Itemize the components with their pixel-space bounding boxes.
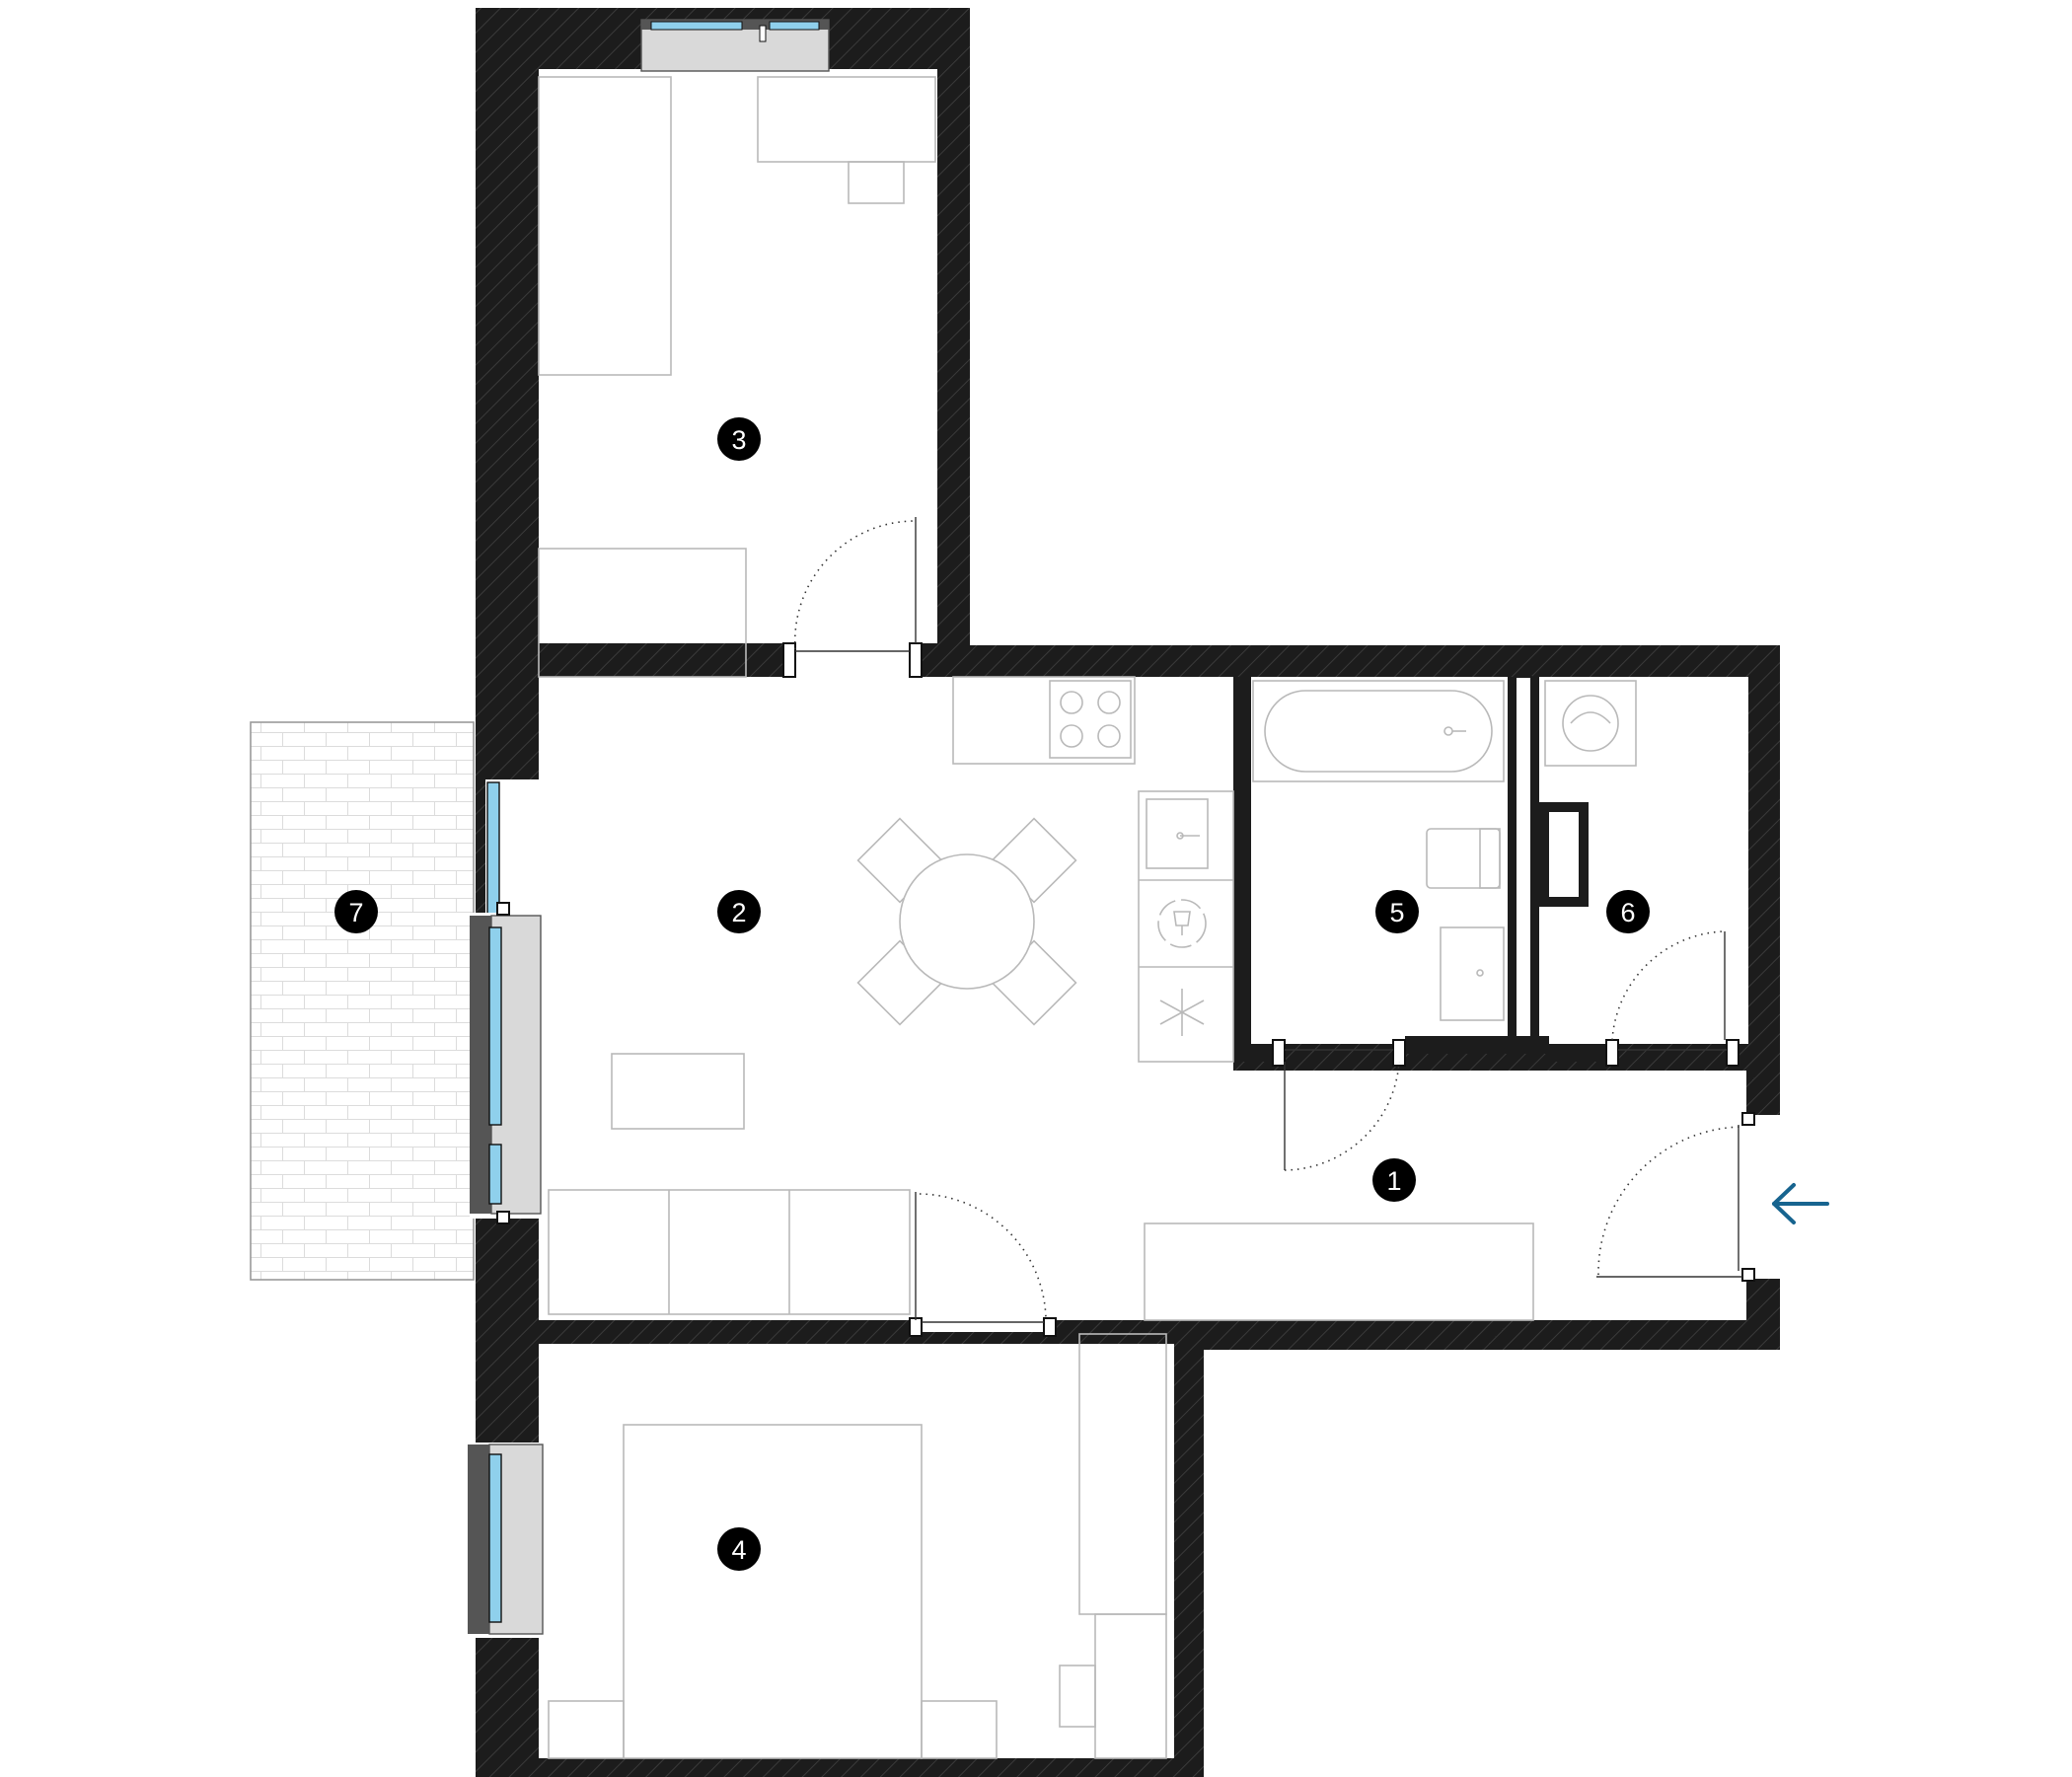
room-badge-4: 4 bbox=[717, 1527, 761, 1571]
room-badge-6: 6 bbox=[1606, 890, 1650, 933]
kitchen-counter-side bbox=[1138, 790, 1234, 1063]
entrance-door bbox=[1596, 1125, 1743, 1278]
balcony-door bbox=[470, 916, 491, 1214]
hall-wardrobe bbox=[1144, 1222, 1534, 1321]
room-badge-2: 2 bbox=[717, 890, 761, 933]
exterior-walls bbox=[476, 8, 1780, 1777]
wall-2-4 bbox=[539, 1320, 910, 1334]
room-badge-3: 3 bbox=[717, 417, 761, 461]
wall-3-2 bbox=[539, 643, 783, 677]
svg-text:5: 5 bbox=[1389, 898, 1404, 927]
door-room-4 bbox=[909, 1192, 1057, 1337]
cooktop bbox=[1049, 680, 1132, 759]
interior-floor bbox=[539, 71, 937, 643]
svg-text:6: 6 bbox=[1620, 898, 1635, 927]
bed-room-3 bbox=[538, 76, 672, 376]
room-badge-1: 1 bbox=[1372, 1158, 1416, 1202]
dishwasher-icon bbox=[1157, 899, 1207, 948]
svg-text:3: 3 bbox=[731, 425, 746, 455]
door-room-5 bbox=[1272, 1039, 1406, 1171]
fridge-icon bbox=[1159, 989, 1205, 1036]
bed-room-4 bbox=[623, 1424, 923, 1759]
door-room-3 bbox=[782, 517, 923, 678]
dining-table bbox=[856, 817, 1077, 1026]
coffee-table bbox=[611, 1053, 745, 1130]
wardrobe-room-3 bbox=[538, 548, 747, 678]
door-room-6 bbox=[1605, 930, 1739, 1067]
arrow-left-icon bbox=[1772, 1183, 1829, 1224]
sink-icon bbox=[1146, 798, 1209, 869]
svg-text:2: 2 bbox=[731, 898, 746, 927]
svg-text:1: 1 bbox=[1386, 1166, 1401, 1196]
balcony-floor bbox=[250, 721, 475, 1281]
window-room-4 bbox=[468, 1444, 489, 1634]
washing-machine bbox=[1544, 680, 1637, 767]
shaft bbox=[1539, 802, 1589, 907]
wall-5-left bbox=[1233, 677, 1251, 1062]
window-room-2 bbox=[486, 781, 500, 922]
sofa bbox=[548, 1189, 911, 1315]
kitchen-counter bbox=[952, 676, 1136, 765]
desk-room-3 bbox=[757, 76, 936, 163]
svg-text:7: 7 bbox=[348, 898, 363, 927]
washbasin bbox=[1440, 926, 1505, 1021]
svg-text:4: 4 bbox=[731, 1535, 746, 1565]
room-badge-5: 5 bbox=[1375, 890, 1419, 933]
room-badge-7: 7 bbox=[334, 890, 378, 933]
bathtub bbox=[1252, 680, 1505, 782]
